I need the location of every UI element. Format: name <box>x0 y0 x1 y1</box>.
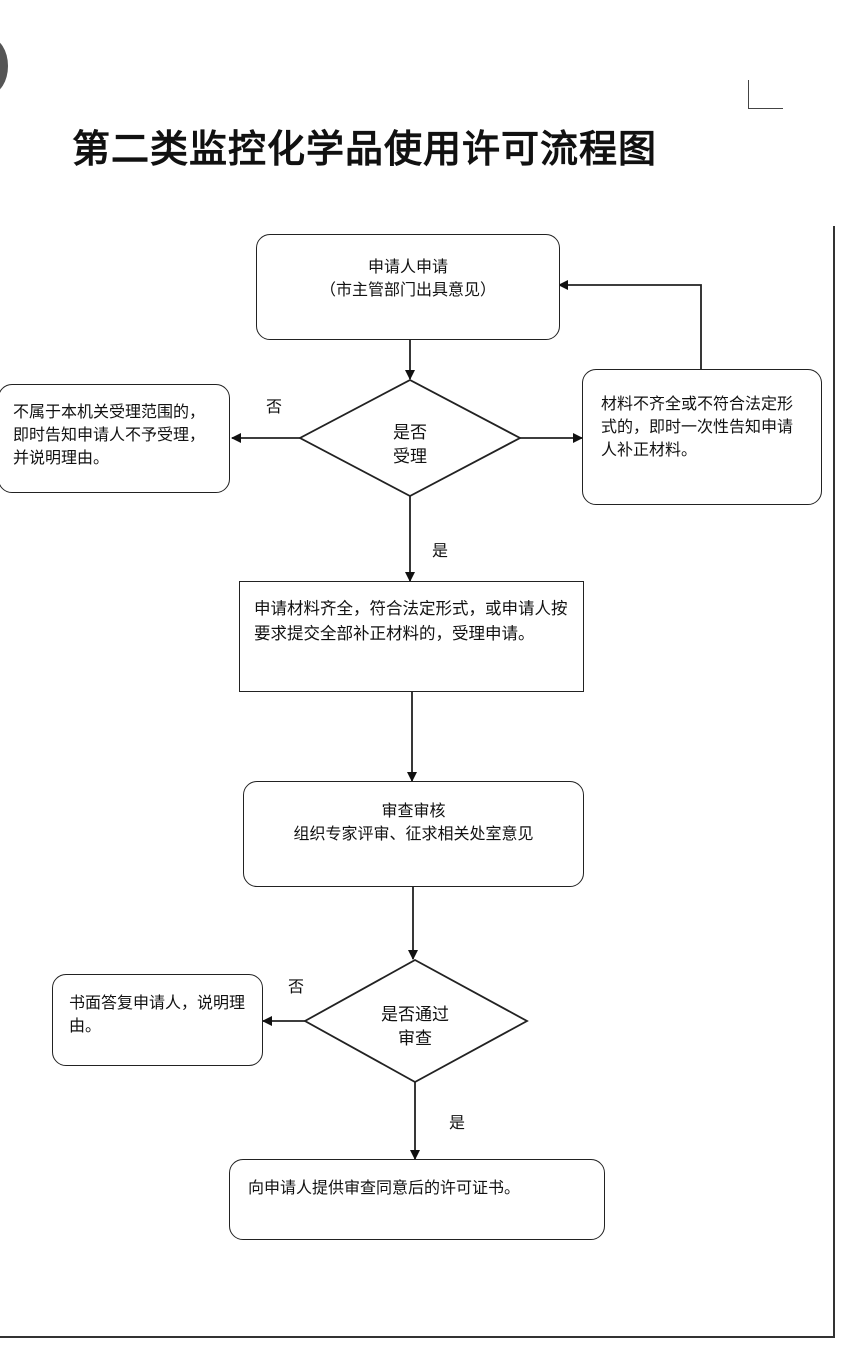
node-supplement: 材料不齐全或不符合法定形式的，即时一次性告知申请人补正材料。 <box>582 369 822 505</box>
page-title: 第二类监控化学品使用许可流程图 <box>72 127 658 171</box>
accept-decision-label: 是否 受理 <box>360 421 460 469</box>
node-apply: 申请人申请 （市主管部门出具意见） <box>256 234 560 340</box>
node-supplement-text: 材料不齐全或不符合法定形式的，即时一次性告知申请人补正材料。 <box>601 394 794 459</box>
node-written-reply-text: 书面答复申请人，说明理由。 <box>69 993 246 1035</box>
node-review: 审查审核 组织专家评审、征求相关处室意见 <box>243 781 584 887</box>
corner-mark <box>748 80 783 109</box>
node-apply-line2: （市主管部门出具意见） <box>319 280 496 299</box>
accept-decision-line2: 受理 <box>393 447 427 467</box>
node-issue: 向申请人提供审查同意后的许可证书。 <box>229 1159 605 1240</box>
node-reject-scope: 不属于本机关受理范围的，即时告知申请人不予受理，并说明理由。 <box>0 384 230 493</box>
pass-decision-line2: 审查 <box>398 1029 432 1049</box>
edge-label-no-2: 否 <box>288 977 305 996</box>
node-written-reply: 书面答复申请人，说明理由。 <box>52 974 263 1066</box>
frame-bottom-border <box>0 1336 835 1338</box>
edge-label-yes-1: 是 <box>432 541 449 560</box>
page-edge-circle <box>0 38 8 94</box>
edge-label-no-1: 否 <box>266 397 283 416</box>
frame-right-border <box>833 226 835 1338</box>
node-review-line1: 审查审核 <box>381 801 446 820</box>
node-accept-text: 申请材料齐全，符合法定形式，或申请人按要求提交全部补正材料的，受理申请。 <box>254 599 568 643</box>
pass-decision-label: 是否通过 审查 <box>360 1003 470 1051</box>
node-apply-line1: 申请人申请 <box>367 257 448 276</box>
node-review-line2: 组织专家评审、征求相关处室意见 <box>293 824 534 843</box>
node-accept: 申请材料齐全，符合法定形式，或申请人按要求提交全部补正材料的，受理申请。 <box>239 581 584 692</box>
pass-decision-line1: 是否通过 <box>381 1005 449 1025</box>
node-reject-scope-text: 不属于本机关受理范围的，即时告知申请人不予受理，并说明理由。 <box>13 402 206 467</box>
edge-label-yes-2: 是 <box>449 1113 466 1132</box>
node-issue-text: 向申请人提供审查同意后的许可证书。 <box>248 1178 521 1197</box>
accept-decision-line1: 是否 <box>393 423 427 443</box>
arrow-supplement-to-apply <box>558 280 702 370</box>
